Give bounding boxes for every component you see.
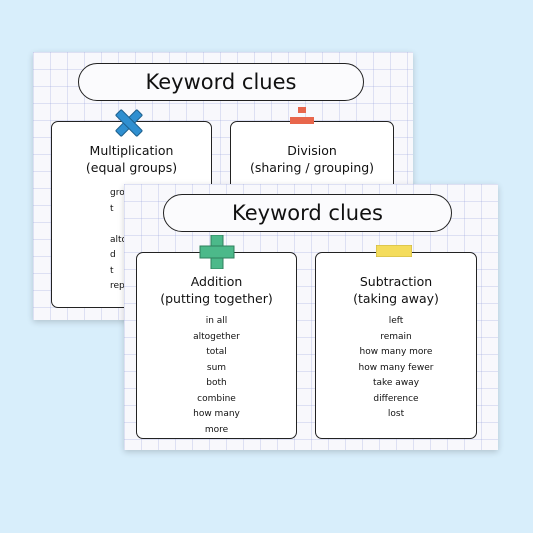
keyword: how many (193, 409, 240, 419)
keyword: t (110, 265, 114, 276)
card-heading: Multiplication (89, 143, 174, 158)
card-heading: Subtraction (359, 274, 433, 289)
card-heading: Division (287, 143, 337, 158)
keyword: alto (110, 234, 128, 245)
subtraction-card: Subtraction (taking away) left remain ho… (315, 252, 477, 439)
card-subheading: (equal groups) (85, 160, 178, 175)
poster-title: Keyword clues (232, 201, 383, 225)
poster-title: Keyword clues (145, 70, 297, 94)
multiply-icon (115, 109, 143, 137)
keyword: take away (372, 378, 420, 388)
divide-icon (290, 107, 314, 124)
card-subheading: (sharing / grouping) (249, 160, 375, 175)
keyword: both (206, 378, 227, 388)
keyword: how many more (359, 347, 433, 357)
keyword: altogether (193, 331, 240, 342)
card-subheading: (taking away) (353, 291, 439, 306)
keyword: total (206, 347, 227, 357)
poster-title-pill: Keyword clues (163, 194, 452, 232)
addition-card: Addition (putting together) in all altog… (136, 252, 297, 439)
keyword: combine (197, 393, 236, 404)
minus-icon (376, 245, 412, 257)
poster-title-pill: Keyword clues (78, 63, 364, 101)
plus-icon (199, 235, 235, 269)
keyword: more (204, 424, 229, 435)
keyword: t (110, 203, 114, 214)
keyword: d (110, 250, 116, 260)
keyword: lost (387, 409, 405, 419)
card-heading: Addition (190, 274, 243, 289)
card-subheading: (putting together) (160, 291, 273, 306)
keyword: difference (373, 393, 419, 404)
keyword: how many fewer (358, 362, 434, 373)
keyword: remain (380, 331, 412, 342)
keyword: rep (110, 281, 125, 291)
division-card: Division (sharing / grouping) (230, 121, 394, 193)
keyword: sum (206, 362, 227, 373)
keyword: gro (110, 188, 125, 198)
keyword: in all (205, 316, 228, 326)
front-poster: Keyword clues Addition (putting together… (124, 184, 498, 450)
keyword: left (388, 316, 404, 326)
